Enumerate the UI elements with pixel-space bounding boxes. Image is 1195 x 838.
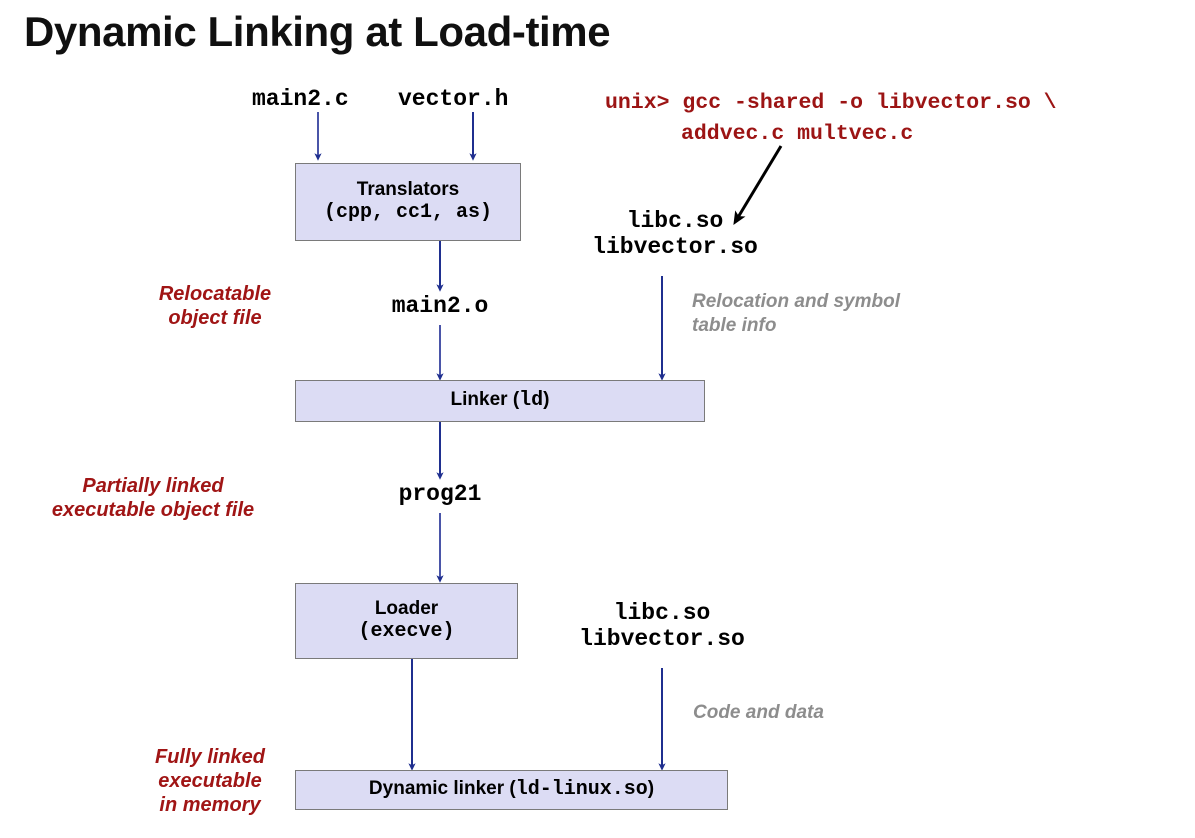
translators-label-line1: Translators [356, 179, 460, 201]
label-main2-o: main2.o [391, 293, 489, 319]
gcc-command-line2: addvec.c multvec.c [681, 122, 914, 147]
translators-label-line2: (cpp, cc1, as) [323, 201, 493, 225]
annotation-relocatable-line1: Relocatable [158, 283, 272, 305]
label-libvector-so-top: libvector.so [592, 234, 758, 260]
annotation-fully-linked-line3: in memory [159, 794, 261, 816]
annotation-fully-linked-line2: executable [158, 770, 262, 792]
annotation-fully-linked-executable: Fully linked executable in memory [122, 745, 298, 817]
linker-label-mono: ld [519, 389, 544, 413]
dynamic-linker-label-mono: ld-linux.so [515, 778, 648, 802]
annotation-fully-linked-line1: Fully linked [154, 746, 266, 768]
dynamic-linker-label: Dynamic linker (ld-linux.so) [369, 777, 654, 802]
annotation-relocation-line2: table info [692, 314, 777, 336]
annotation-partially-linked-line1: Partially linked [82, 475, 224, 497]
dynamic-linker-label-suffix: ) [647, 778, 655, 800]
label-main2-c: main2.c [252, 86, 349, 112]
label-libvector-so-bottom: libvector.so [579, 626, 745, 652]
annotation-relocatable-object-file: Relocatable object file [120, 282, 310, 330]
gcc-command-line1: unix> gcc -shared -o libvector.so \ [605, 91, 1057, 115]
gcc-command-block: unix> gcc -shared -o libvector.so \ addv… [605, 88, 1057, 150]
annotation-relocatable-line2: object file [168, 307, 262, 329]
annotation-partially-linked-line2: executable object file [51, 499, 255, 521]
loader-label-line2: (execve) [358, 620, 455, 644]
linker-label-suffix: ) [543, 389, 550, 411]
label-vector-h: vector.h [398, 86, 509, 112]
linker-label-prefix: Linker ( [450, 389, 520, 411]
loader-box[interactable]: Loader (execve) [295, 583, 518, 659]
annotation-relocation-line1: Relocation and symbol [692, 291, 900, 312]
label-libc-so-top: libc.so [626, 208, 724, 234]
label-libc-so-bottom: libc.so [613, 600, 711, 626]
annotation-partially-linked-executable: Partially linked executable object file [8, 474, 298, 522]
dynamic-linker-box[interactable]: Dynamic linker (ld-linux.so) [295, 770, 728, 810]
dynamic-linker-label-prefix: Dynamic linker ( [368, 778, 516, 800]
annotation-relocation-symbol-table-info: Relocation and symbol table info [692, 290, 900, 338]
translators-box[interactable]: Translators (cpp, cc1, as) [295, 163, 521, 241]
shared-libs-bottom-group: libc.so libvector.so [547, 600, 777, 652]
shared-libs-top-group: libc.so libvector.so [560, 208, 790, 260]
label-prog21: prog21 [398, 481, 482, 507]
annotation-code-and-data: Code and data [693, 702, 824, 723]
loader-label-line1: Loader [374, 598, 439, 620]
linker-box[interactable]: Linker (ld) [295, 380, 705, 422]
linker-label: Linker (ld) [451, 388, 550, 413]
page-title: Dynamic Linking at Load-time [24, 8, 611, 55]
